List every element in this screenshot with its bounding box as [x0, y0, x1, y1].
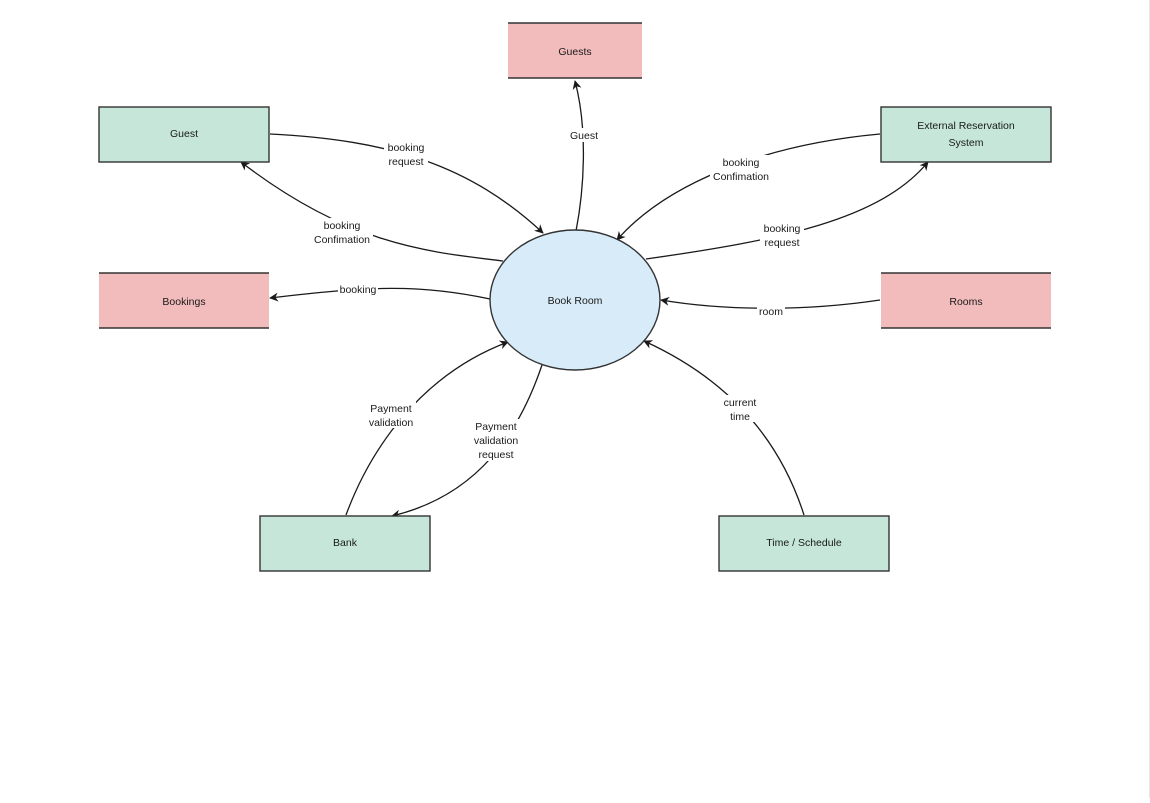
flow-label-guest-booking-confirmation: booking Confimation: [311, 218, 373, 246]
flow-label-guests-store: Guest: [566, 128, 602, 142]
flow-label-line: booking: [324, 220, 361, 232]
data-store-rooms[interactable]: Rooms: [881, 272, 1051, 329]
flow-label-line: Payment: [370, 403, 412, 415]
flow-label-line: Payment: [475, 421, 517, 433]
flow-label-line: booking: [764, 223, 801, 235]
flow-label-bookings-store: booking: [338, 283, 378, 296]
data-store-bookings[interactable]: Bookings: [99, 272, 269, 329]
external-entity-label: Bank: [333, 537, 358, 549]
external-entity-time-schedule[interactable]: Time / Schedule: [718, 515, 890, 572]
flow-label-line: current: [724, 397, 757, 409]
flow-label-line: request: [764, 237, 799, 249]
flow-label-line: validation: [369, 417, 414, 429]
external-entity-label: Time / Schedule: [766, 537, 842, 549]
data-store-guests[interactable]: Guests: [508, 22, 642, 79]
data-store-label: Rooms: [949, 296, 982, 308]
flow-label-line: booking: [388, 142, 425, 154]
flow-label-line: time: [730, 411, 750, 423]
flow-label-guest-booking-request: booking request: [384, 140, 428, 168]
flow-label-ext-booking-request: booking request: [760, 221, 804, 249]
external-entity-guest[interactable]: Guest: [98, 106, 270, 163]
process-label: Book Room: [548, 295, 603, 307]
flow-label-line: validation: [474, 435, 519, 447]
flow-time-current-time[interactable]: [643, 340, 805, 516]
flow-label-line: room: [759, 306, 783, 318]
flow-ext-booking-request[interactable]: [645, 161, 929, 260]
flow-bookings-store[interactable]: [269, 287, 491, 302]
external-entity-bank[interactable]: Bank: [259, 515, 431, 572]
external-entity-label: Guest: [170, 128, 198, 140]
flow-label-line: booking: [340, 284, 377, 296]
flow-label-rooms-store: room: [757, 305, 785, 318]
flow-label-line: request: [388, 156, 423, 168]
flow-label-time-current-time: current time: [720, 395, 760, 423]
external-entity-external-reservation-system[interactable]: External Reservation System: [880, 106, 1052, 163]
process-book-room[interactable]: Book Room: [489, 229, 661, 371]
flow-label-bank-payment-validation: Payment validation: [366, 401, 416, 429]
external-entity-label: External Reservation: [917, 120, 1015, 132]
data-store-label: Bookings: [162, 296, 205, 308]
data-store-label: Guests: [558, 46, 591, 58]
flow-label-line: booking: [723, 157, 760, 169]
flow-label-line: Confimation: [314, 234, 370, 246]
flow-label-line: Confimation: [713, 171, 769, 183]
external-entity-label: System: [948, 137, 983, 149]
process-ellipse[interactable]: [489, 229, 661, 371]
flow-ext-booking-confirmation[interactable]: [616, 133, 881, 241]
flow-guests-store[interactable]: [572, 80, 585, 232]
flow-label-line: request: [478, 449, 513, 461]
flow-label-line: Guest: [570, 130, 598, 142]
flow-guest-booking-confirmation[interactable]: [240, 161, 504, 262]
flow-label-ext-booking-confirmation: booking Confimation: [710, 155, 772, 183]
flow-label-bank-payment-validation-request: Payment validation request: [470, 419, 522, 461]
